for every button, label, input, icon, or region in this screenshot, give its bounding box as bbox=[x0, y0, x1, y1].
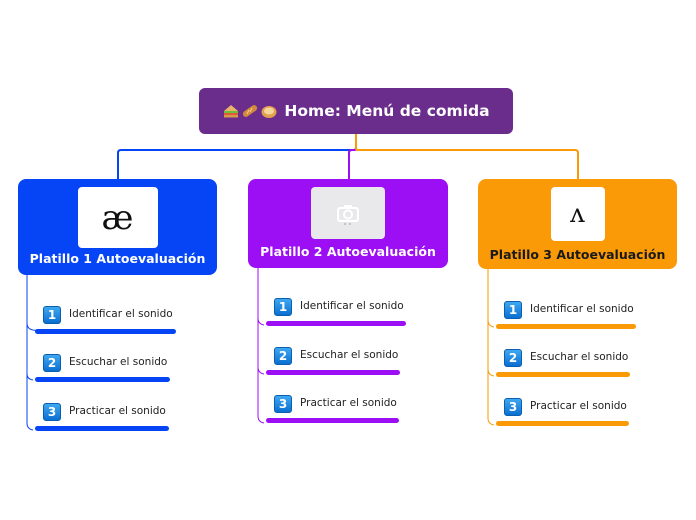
item-label: Escuchar el sonido bbox=[300, 349, 399, 361]
number-1-icon: 1 bbox=[43, 306, 61, 324]
branch-title: Platillo 3 Autoevaluación bbox=[489, 247, 666, 262]
number-1-icon: 1 bbox=[274, 298, 292, 316]
number-2-icon: 2 bbox=[504, 349, 522, 367]
branch-platillo-3[interactable]: ʌ Platillo 3 Autoevaluación bbox=[478, 179, 677, 269]
branch-platillo-1[interactable]: æ Platillo 1 Autoevaluación bbox=[18, 179, 217, 275]
item-underline bbox=[35, 426, 169, 431]
item-underline bbox=[266, 418, 399, 423]
number-1-icon: 1 bbox=[504, 301, 522, 319]
number-3-icon: 3 bbox=[274, 395, 292, 413]
baguette-icon bbox=[243, 105, 258, 117]
sandwich-icon bbox=[224, 105, 239, 118]
branch-symbol: ʌ bbox=[570, 199, 585, 229]
item-label: Identificar el sonido bbox=[530, 303, 634, 315]
item-label: Practicar el sonido bbox=[300, 397, 397, 409]
root-food-icons bbox=[222, 102, 278, 120]
branch-title: Platillo 2 Autoevaluación bbox=[260, 244, 436, 259]
item-label: Identificar el sonido bbox=[69, 308, 173, 320]
branch-platillo-2[interactable]: Platillo 2 Autoevaluación bbox=[248, 179, 448, 268]
root-topic[interactable]: Home: Menú de comida bbox=[199, 88, 513, 134]
number-2-icon: 2 bbox=[274, 347, 292, 365]
item-label: Practicar el sonido bbox=[69, 405, 166, 417]
ae-symbol-image: æ bbox=[77, 187, 158, 248]
item-underline bbox=[35, 329, 176, 334]
number-3-icon: 3 bbox=[43, 403, 61, 421]
number-3-icon: 3 bbox=[504, 398, 522, 416]
number-2-icon: 2 bbox=[43, 354, 61, 372]
root-title: Home: Menú de comida bbox=[284, 102, 490, 120]
item-label: Escuchar el sonido bbox=[530, 351, 629, 363]
item-underline bbox=[266, 370, 400, 375]
item-underline bbox=[496, 324, 636, 329]
branch-title: Platillo 1 Autoevaluación bbox=[29, 251, 206, 266]
item-label: Practicar el sonido bbox=[530, 400, 627, 412]
wedge-symbol-image: ʌ bbox=[550, 187, 605, 241]
item-label: Escuchar el sonido bbox=[69, 356, 168, 368]
bread-icon bbox=[261, 106, 277, 118]
branch-symbol: æ bbox=[101, 197, 134, 238]
item-underline bbox=[35, 377, 170, 382]
item-label: Identificar el sonido bbox=[300, 300, 404, 312]
item-underline bbox=[266, 321, 406, 326]
camera-placeholder-icon bbox=[311, 187, 385, 239]
item-underline bbox=[496, 421, 629, 426]
item-underline bbox=[496, 372, 630, 377]
